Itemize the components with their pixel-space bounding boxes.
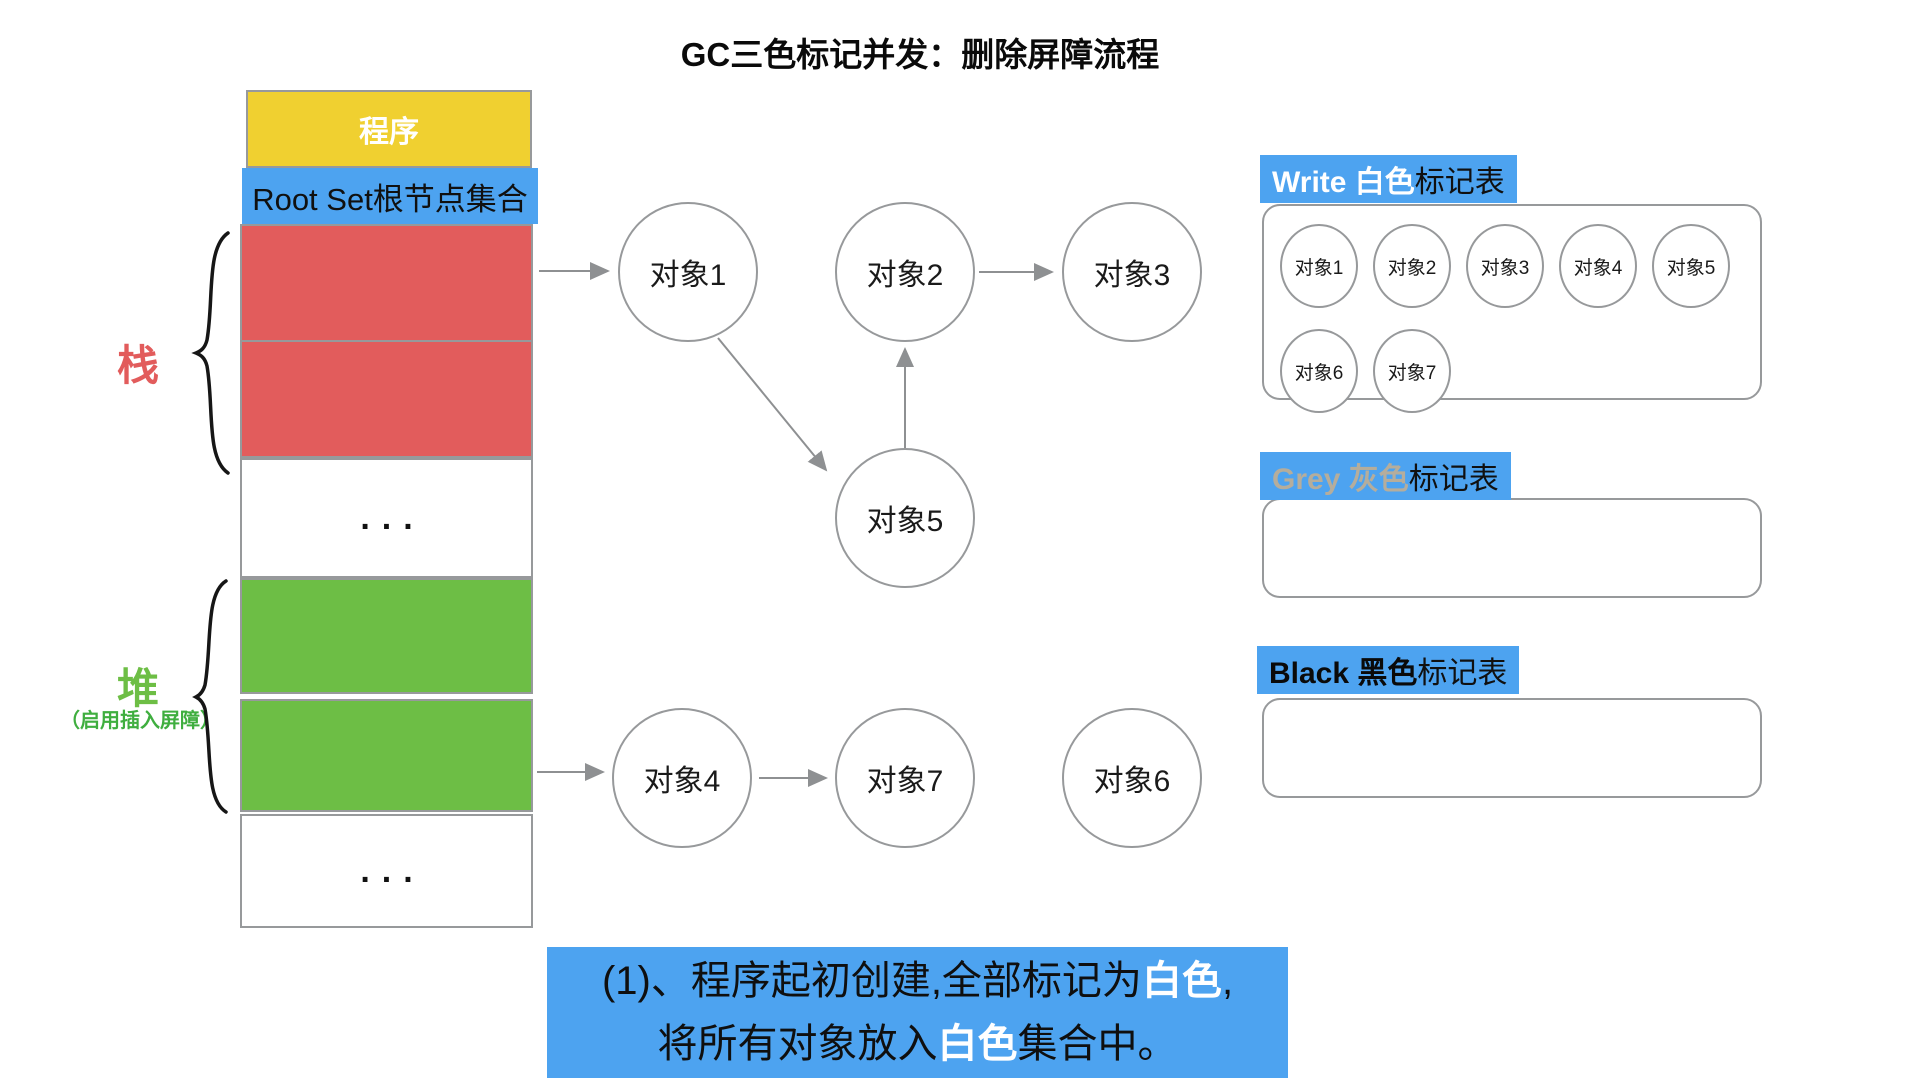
heap-brace xyxy=(192,579,228,814)
page-title: GC三色标记并发：删除屏障流程 xyxy=(680,36,1160,73)
mini-label: 对象7 xyxy=(1387,362,1437,384)
ellipsis: ... xyxy=(360,498,425,537)
white-table-object-3: 对象3 xyxy=(1466,224,1544,308)
white-table-title-en: Write 白色 xyxy=(1272,166,1415,199)
stack-brace xyxy=(191,231,230,475)
node-label: 对象4 xyxy=(643,765,721,798)
mini-label: 对象6 xyxy=(1294,362,1344,384)
program-label: 程序 xyxy=(359,116,419,149)
white-table-object-4: 对象4 xyxy=(1559,224,1637,308)
caption-text: (1)、程序起初创建,全部标记为 xyxy=(601,958,1142,1003)
node-label: 对象5 xyxy=(866,505,944,538)
white-table-object-7: 对象7 xyxy=(1373,329,1451,413)
white-table-object-5: 对象5 xyxy=(1652,224,1730,308)
heap-slot-green-2 xyxy=(240,699,533,812)
white-table-title: Write 白色标记表 xyxy=(1260,155,1517,203)
caption-highlight: 白色 xyxy=(1141,958,1222,1003)
node-label: 对象7 xyxy=(866,765,944,798)
node-label: 对象1 xyxy=(649,259,727,292)
caption-text: 集合中。 xyxy=(1017,1021,1178,1066)
stack-label: 栈 xyxy=(116,342,159,389)
caption-text: , xyxy=(1221,958,1234,1003)
grey-table-title: Grey 灰色标记表 xyxy=(1260,452,1511,500)
white-table-object-1: 对象1 xyxy=(1280,224,1358,308)
grey-table-title-en: Grey 灰色 xyxy=(1272,463,1409,496)
caption-text: 将所有对象放入 xyxy=(657,1021,938,1066)
black-table-title-cn: 标记表 xyxy=(1417,657,1508,690)
white-table-title-cn: 标记表 xyxy=(1414,166,1505,199)
caption-line-1: (1)、程序起初创建,全部标记为白色, xyxy=(602,950,1233,1013)
black-table-box xyxy=(1262,698,1762,798)
heap-ellipsis-block: ... xyxy=(240,814,533,928)
node-label: 对象2 xyxy=(866,259,944,292)
step-caption: (1)、程序起初创建,全部标记为白色, 将所有对象放入白色集合中。 xyxy=(547,947,1288,1078)
node-label: 对象6 xyxy=(1093,765,1171,798)
graph-node-obj2: 对象2 xyxy=(835,202,975,342)
root-set-block: Root Set根节点集合 xyxy=(242,168,538,224)
stack-slot-red-2 xyxy=(240,340,533,458)
mini-label: 对象4 xyxy=(1573,257,1623,279)
arrow-obj1-to-obj5 xyxy=(717,337,828,472)
node-label: 对象3 xyxy=(1093,259,1171,292)
root-set-label: Root Set根节点集合 xyxy=(252,181,528,217)
graph-node-obj3: 对象3 xyxy=(1062,202,1202,342)
mini-label: 对象3 xyxy=(1480,257,1530,279)
white-table-object-2: 对象2 xyxy=(1373,224,1451,308)
ellipsis: ... xyxy=(360,851,425,890)
caption-line-2: 将所有对象放入白色集合中。 xyxy=(658,1013,1178,1076)
grey-table-box xyxy=(1262,498,1762,598)
program-block: 程序 xyxy=(246,90,532,168)
grey-table-title-cn: 标记表 xyxy=(1408,463,1499,496)
graph-node-obj6: 对象6 xyxy=(1062,708,1202,848)
mini-label: 对象2 xyxy=(1387,257,1437,279)
white-table-box: 对象1 对象2 对象3 对象4 对象5 对象6 对象7 xyxy=(1262,204,1762,413)
heap-insert-barrier-note: （启用插入屏障） xyxy=(60,710,220,732)
stack-slot-red-1 xyxy=(240,224,533,342)
white-table-object-6: 对象6 xyxy=(1280,329,1358,413)
caption-highlight: 白色 xyxy=(937,1021,1018,1066)
mini-label: 对象1 xyxy=(1294,257,1344,279)
black-table-title: Black 黑色标记表 xyxy=(1257,646,1520,694)
graph-node-obj1: 对象1 xyxy=(618,202,758,342)
heap-slot-green-1 xyxy=(240,578,533,694)
black-table-title-en: Black 黑色 xyxy=(1269,657,1418,690)
graph-node-obj4: 对象4 xyxy=(612,708,752,848)
heap-label: 堆 xyxy=(116,665,159,712)
graph-node-obj7: 对象7 xyxy=(835,708,975,848)
mini-label: 对象5 xyxy=(1666,257,1716,279)
stack-ellipsis-block: ... xyxy=(240,458,533,578)
graph-node-obj5: 对象5 xyxy=(835,448,975,588)
